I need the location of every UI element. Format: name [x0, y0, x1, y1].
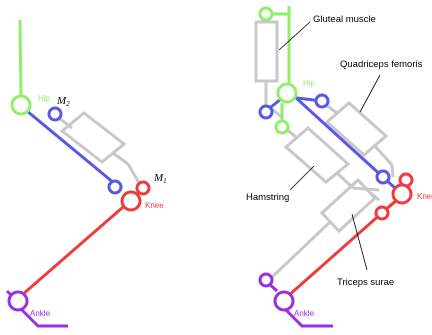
left-shank: [21, 199, 131, 297]
left-knee-label: Knee: [145, 201, 164, 210]
left-knee-joint: [120, 190, 142, 212]
left-leg-diagram: Hip Knee Ankle M2 M1: [5, 19, 167, 328]
right-ankle-label: Ankle: [294, 309, 315, 318]
quadriceps-muscle-box: [321, 100, 395, 178]
muscle-m2-box: [54, 111, 144, 189]
right-hip-joint: [276, 82, 298, 104]
right-hamstring-shank-attach: [374, 205, 390, 221]
gluteal-muscle-label: Gluteal muscle: [313, 14, 376, 25]
left-m1-attach-shank: [135, 180, 151, 196]
m2-label: M2: [56, 95, 70, 108]
right-foot-sole: [284, 308, 333, 328]
triceps-leader: [351, 213, 368, 271]
m1-label: M1: [153, 172, 167, 185]
triceps-surae-label: Triceps surae: [337, 277, 394, 288]
right-knee-joint: [391, 183, 413, 205]
right-glute-thigh-attach: [258, 104, 274, 120]
quadriceps-label: Quadriceps femoris: [340, 59, 423, 70]
right-knee-label: Knee: [417, 192, 432, 201]
left-foot-sole: [20, 308, 68, 328]
left-ankle-label: Ankle: [30, 309, 51, 318]
left-m1-attach-thigh: [107, 179, 123, 195]
right-triceps-heel-attach: [258, 272, 274, 288]
left-hip-joint: [10, 94, 32, 116]
left-m2-attach: [47, 106, 63, 122]
quadriceps-leader: [359, 74, 381, 113]
right-hip-label: Hip: [303, 79, 316, 88]
right-quad-thigh-attach: [314, 93, 330, 109]
gluteal-leader: [278, 21, 311, 51]
right-triceps-thigh-attach: [375, 169, 391, 185]
hamstring-label: Hamstring: [246, 192, 289, 203]
right-glute-top-attach: [258, 6, 274, 22]
left-thigh: [26, 109, 121, 190]
right-ankle-joint: [273, 290, 295, 312]
right-hamstring-hip-attach: [274, 119, 290, 135]
triceps-surae-muscle-box: [268, 177, 380, 281]
left-hip-pole: [18, 19, 23, 97]
right-leg-diagram: Gluteal muscle Quadriceps femoris Hamstr…: [246, 6, 432, 328]
left-ankle-joint: [7, 290, 29, 312]
hamstring-leader: [289, 165, 315, 191]
left-hip-label: Hip: [38, 94, 51, 103]
